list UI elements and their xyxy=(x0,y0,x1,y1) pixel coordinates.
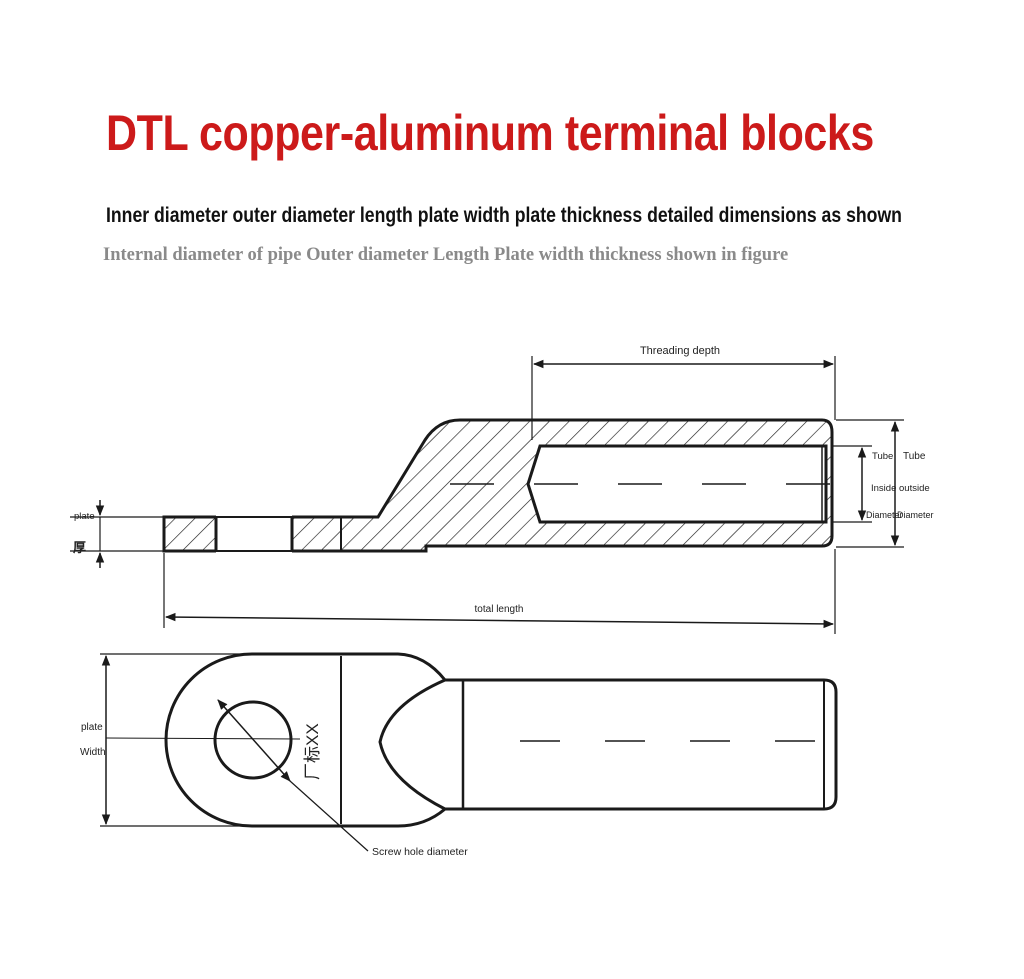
side-view-section xyxy=(162,418,838,553)
label-total-length: total length xyxy=(475,604,524,615)
lug-top-outline xyxy=(164,652,838,828)
label-tube-inside-1: Tube xyxy=(872,451,893,462)
label-tube-inside-3: Diameter xyxy=(866,510,903,520)
label-tube-outside-1: Tube xyxy=(903,451,926,462)
label-plate-thickness-1: plate xyxy=(74,511,95,522)
dim-screw-hole: Screw hole diameter xyxy=(217,699,468,858)
label-tube-outside-2: outside xyxy=(899,483,930,494)
plate-hole-section xyxy=(216,515,292,553)
label-stamp: 厂标XX xyxy=(303,723,322,780)
label-threading-depth: Threading depth xyxy=(640,345,720,357)
dim-total-length: total length xyxy=(163,549,836,634)
label-plate-width-1: plate xyxy=(81,722,103,733)
top-view: 厂标XX xyxy=(105,652,838,828)
label-tube-outside-3: Diameter xyxy=(897,510,934,520)
page-title: DTL copper-aluminum terminal blocks xyxy=(106,105,874,161)
label-plate-width-2: Width xyxy=(80,747,106,758)
dim-tube-outside: Tube outside Diameter xyxy=(836,419,934,548)
crimp-notch xyxy=(378,678,446,811)
dim-plate-width: plate Width xyxy=(80,653,252,827)
label-tube-inside-2: Inside xyxy=(871,483,896,494)
page-subtitle: Inner diameter outer diameter length pla… xyxy=(106,204,902,227)
label-screw-hole: Screw hole diameter xyxy=(372,846,468,858)
tube-bore xyxy=(526,444,828,524)
dim-tube-inside: Tube Inside Diameter xyxy=(832,445,903,523)
dim-plate-thickness: plate 厚 xyxy=(70,500,164,568)
page-subtitle-english: Internal diameter of pipe Outer diameter… xyxy=(103,245,789,265)
label-plate-thickness-2: 厚 xyxy=(73,540,86,555)
dim-threading-depth: Threading depth xyxy=(531,345,836,440)
